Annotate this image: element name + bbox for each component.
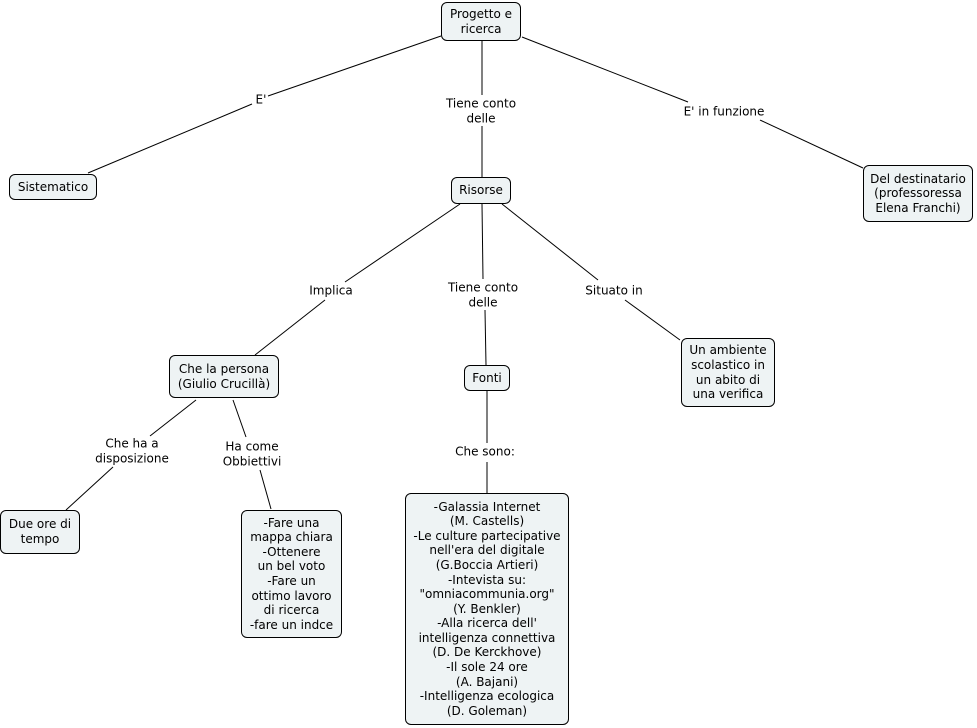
concept-destinatario[interactable]: Del destinatario (professoressa Elena Fr…	[863, 165, 973, 222]
concept-risorse[interactable]: Risorse	[451, 177, 511, 204]
concept-elenco-fonti[interactable]: -Galassia Internet (M. Castells) -Le cul…	[405, 493, 569, 725]
concept-fonti[interactable]: Fonti	[464, 365, 510, 391]
link-label-che-sono: Che sono:	[454, 444, 516, 460]
concept-due-ore-di-tempo[interactable]: Due ore di tempo	[0, 510, 80, 554]
connector-line	[624, 299, 681, 341]
connector-line	[254, 299, 326, 356]
link-label-tiene-conto-fonti: Tiene conto delle	[446, 280, 520, 310]
concept-sistematico[interactable]: Sistematico	[9, 174, 97, 200]
concept-persona[interactable]: Che la persona (Giulio Crucillà)	[169, 355, 279, 398]
connector-line	[87, 103, 253, 174]
connector-line	[149, 399, 197, 437]
link-label-tiene-conto-risorse: Tiene conto delle	[444, 96, 518, 126]
link-label-situato-in: Situato in	[584, 283, 644, 299]
link-label-implica: Implica	[308, 283, 354, 299]
link-label-e-in-funzione: E' in funzione	[682, 104, 766, 120]
connector-line	[521, 36, 689, 103]
connector-line	[259, 469, 272, 510]
connector-line	[501, 203, 599, 281]
connector-line	[65, 466, 114, 511]
link-label-che-ha-a-disposizione: Che ha a disposizione	[94, 436, 170, 466]
link-label-ha-come-obbiettivi: Ha come Obbiettivi	[221, 439, 283, 469]
connector-line	[232, 399, 247, 438]
connector-line	[481, 203, 484, 280]
connector-line	[267, 35, 442, 97]
connector-line	[759, 119, 864, 169]
concept-progetto-e-ricerca[interactable]: Progetto e ricerca	[441, 2, 521, 41]
connector-line	[484, 309, 487, 366]
link-label-e: E'	[254, 92, 268, 108]
connector-line	[344, 203, 461, 283]
concept-ambiente-scolastico[interactable]: Un ambiente scolastico in un abito di un…	[681, 338, 775, 407]
concept-obiettivi[interactable]: -Fare una mappa chiara -Ottenere un bel …	[241, 510, 342, 638]
